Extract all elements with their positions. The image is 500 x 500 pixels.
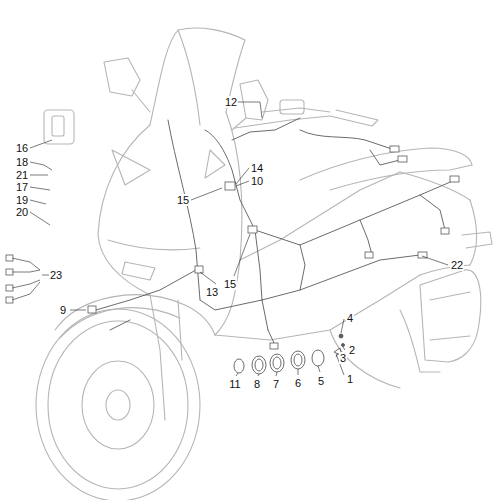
callout-number: 22 xyxy=(450,259,464,271)
callout-number: 14 xyxy=(250,162,264,174)
callout-number: 17 xyxy=(15,181,29,193)
callout-number: 5 xyxy=(317,375,325,387)
callout-number: 15 xyxy=(176,194,190,206)
callout-number: 16 xyxy=(15,142,29,154)
callout-number: 1 xyxy=(346,373,354,385)
callout-number: 15 xyxy=(223,278,237,290)
callout-number: 19 xyxy=(15,194,29,206)
callout-number: 20 xyxy=(15,206,29,218)
callout-number: 11 xyxy=(228,378,241,390)
callout-number: 4 xyxy=(346,312,354,324)
callout-number: 8 xyxy=(253,378,261,390)
callout-number: 3 xyxy=(339,352,347,364)
callout-number: 13 xyxy=(205,286,219,298)
callout-number: 10 xyxy=(250,175,264,187)
callout-number: 23 xyxy=(49,269,63,281)
callout-number: 7 xyxy=(272,378,280,390)
callout-number: 2 xyxy=(348,344,356,356)
callout-number: 18 xyxy=(15,156,29,168)
callout-number: 9 xyxy=(59,304,67,316)
callout-number: 21 xyxy=(15,169,29,181)
callout-number: 6 xyxy=(294,377,302,389)
callout-number: 12 xyxy=(224,96,238,108)
